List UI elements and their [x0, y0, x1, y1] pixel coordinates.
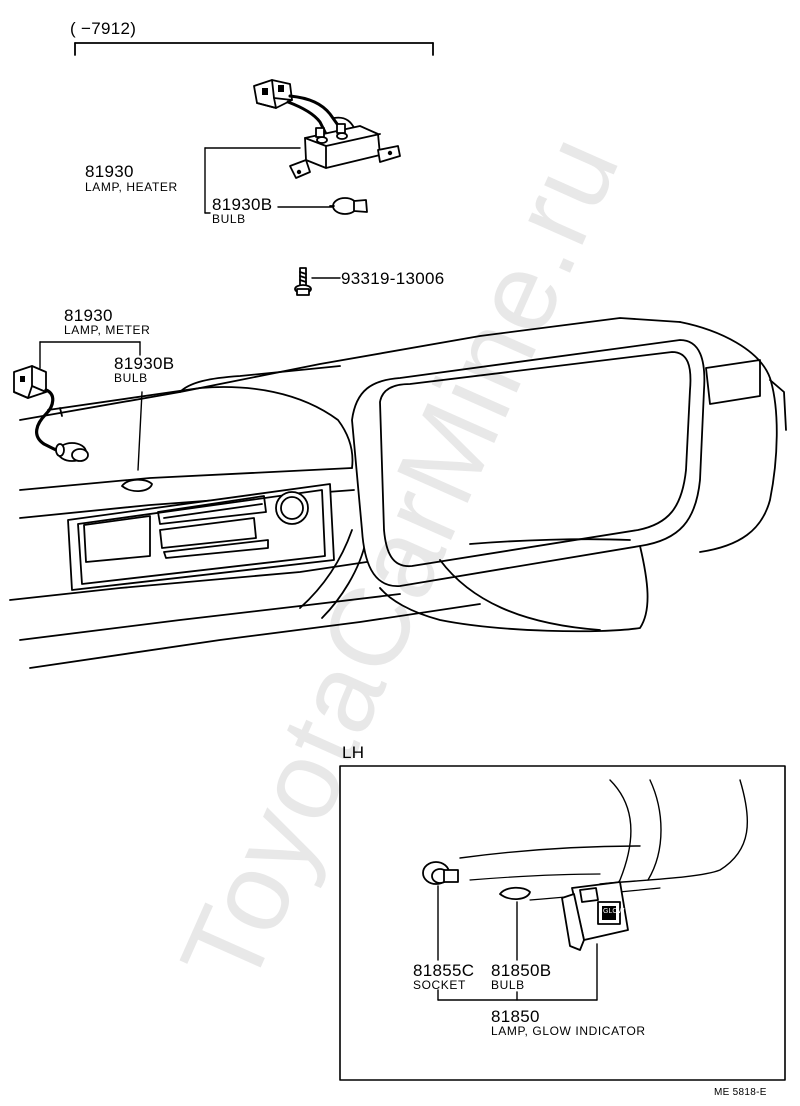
- meter-lamp-part-no: 81930: [64, 306, 113, 325]
- socket-part-no: 81855C: [413, 961, 475, 980]
- meter-lamp-name: LAMP, METER: [64, 323, 151, 337]
- heater-bulb-part-no: 81930B: [212, 195, 273, 214]
- inset-frame: [339, 765, 786, 1081]
- meter-bulb-name: BULB: [114, 371, 148, 385]
- heater-bulb-name: BULB: [212, 212, 246, 226]
- figure-code: ME 5818-E: [714, 1087, 767, 1098]
- glow-switch-text: GLOW: [603, 908, 625, 915]
- meter-lamp-drawing: [13, 365, 89, 462]
- heater-leader: [204, 147, 333, 214]
- heater-lamp-name: LAMP, HEATER: [85, 180, 178, 194]
- screw-drawing: [294, 267, 341, 296]
- screw-part-no: 93319-13006: [341, 269, 445, 288]
- glow-bulb-part-no: 81850B: [491, 961, 552, 980]
- range-bracket: [74, 42, 434, 56]
- heater-bulb-drawing: [329, 197, 368, 215]
- inset-drawing: [422, 779, 749, 1001]
- heater-lamp-part-no: 81930: [85, 162, 134, 181]
- meter-bulb-drawing: [121, 478, 153, 492]
- heater-lamp-drawing: [253, 79, 401, 179]
- glow-lamp-part-no: 81850: [491, 1007, 540, 1026]
- glow-lamp-name: LAMP, GLOW INDICATOR: [491, 1024, 646, 1038]
- instrument-panel-drawing: [9, 317, 787, 669]
- glow-bulb-name: BULB: [491, 978, 525, 992]
- meter-leader: [39, 341, 143, 471]
- meter-bulb-part-no: 81930B: [114, 354, 175, 373]
- range-note: ( −7912): [70, 19, 137, 38]
- inset-label: LH: [342, 743, 365, 762]
- socket-name: SOCKET: [413, 978, 466, 992]
